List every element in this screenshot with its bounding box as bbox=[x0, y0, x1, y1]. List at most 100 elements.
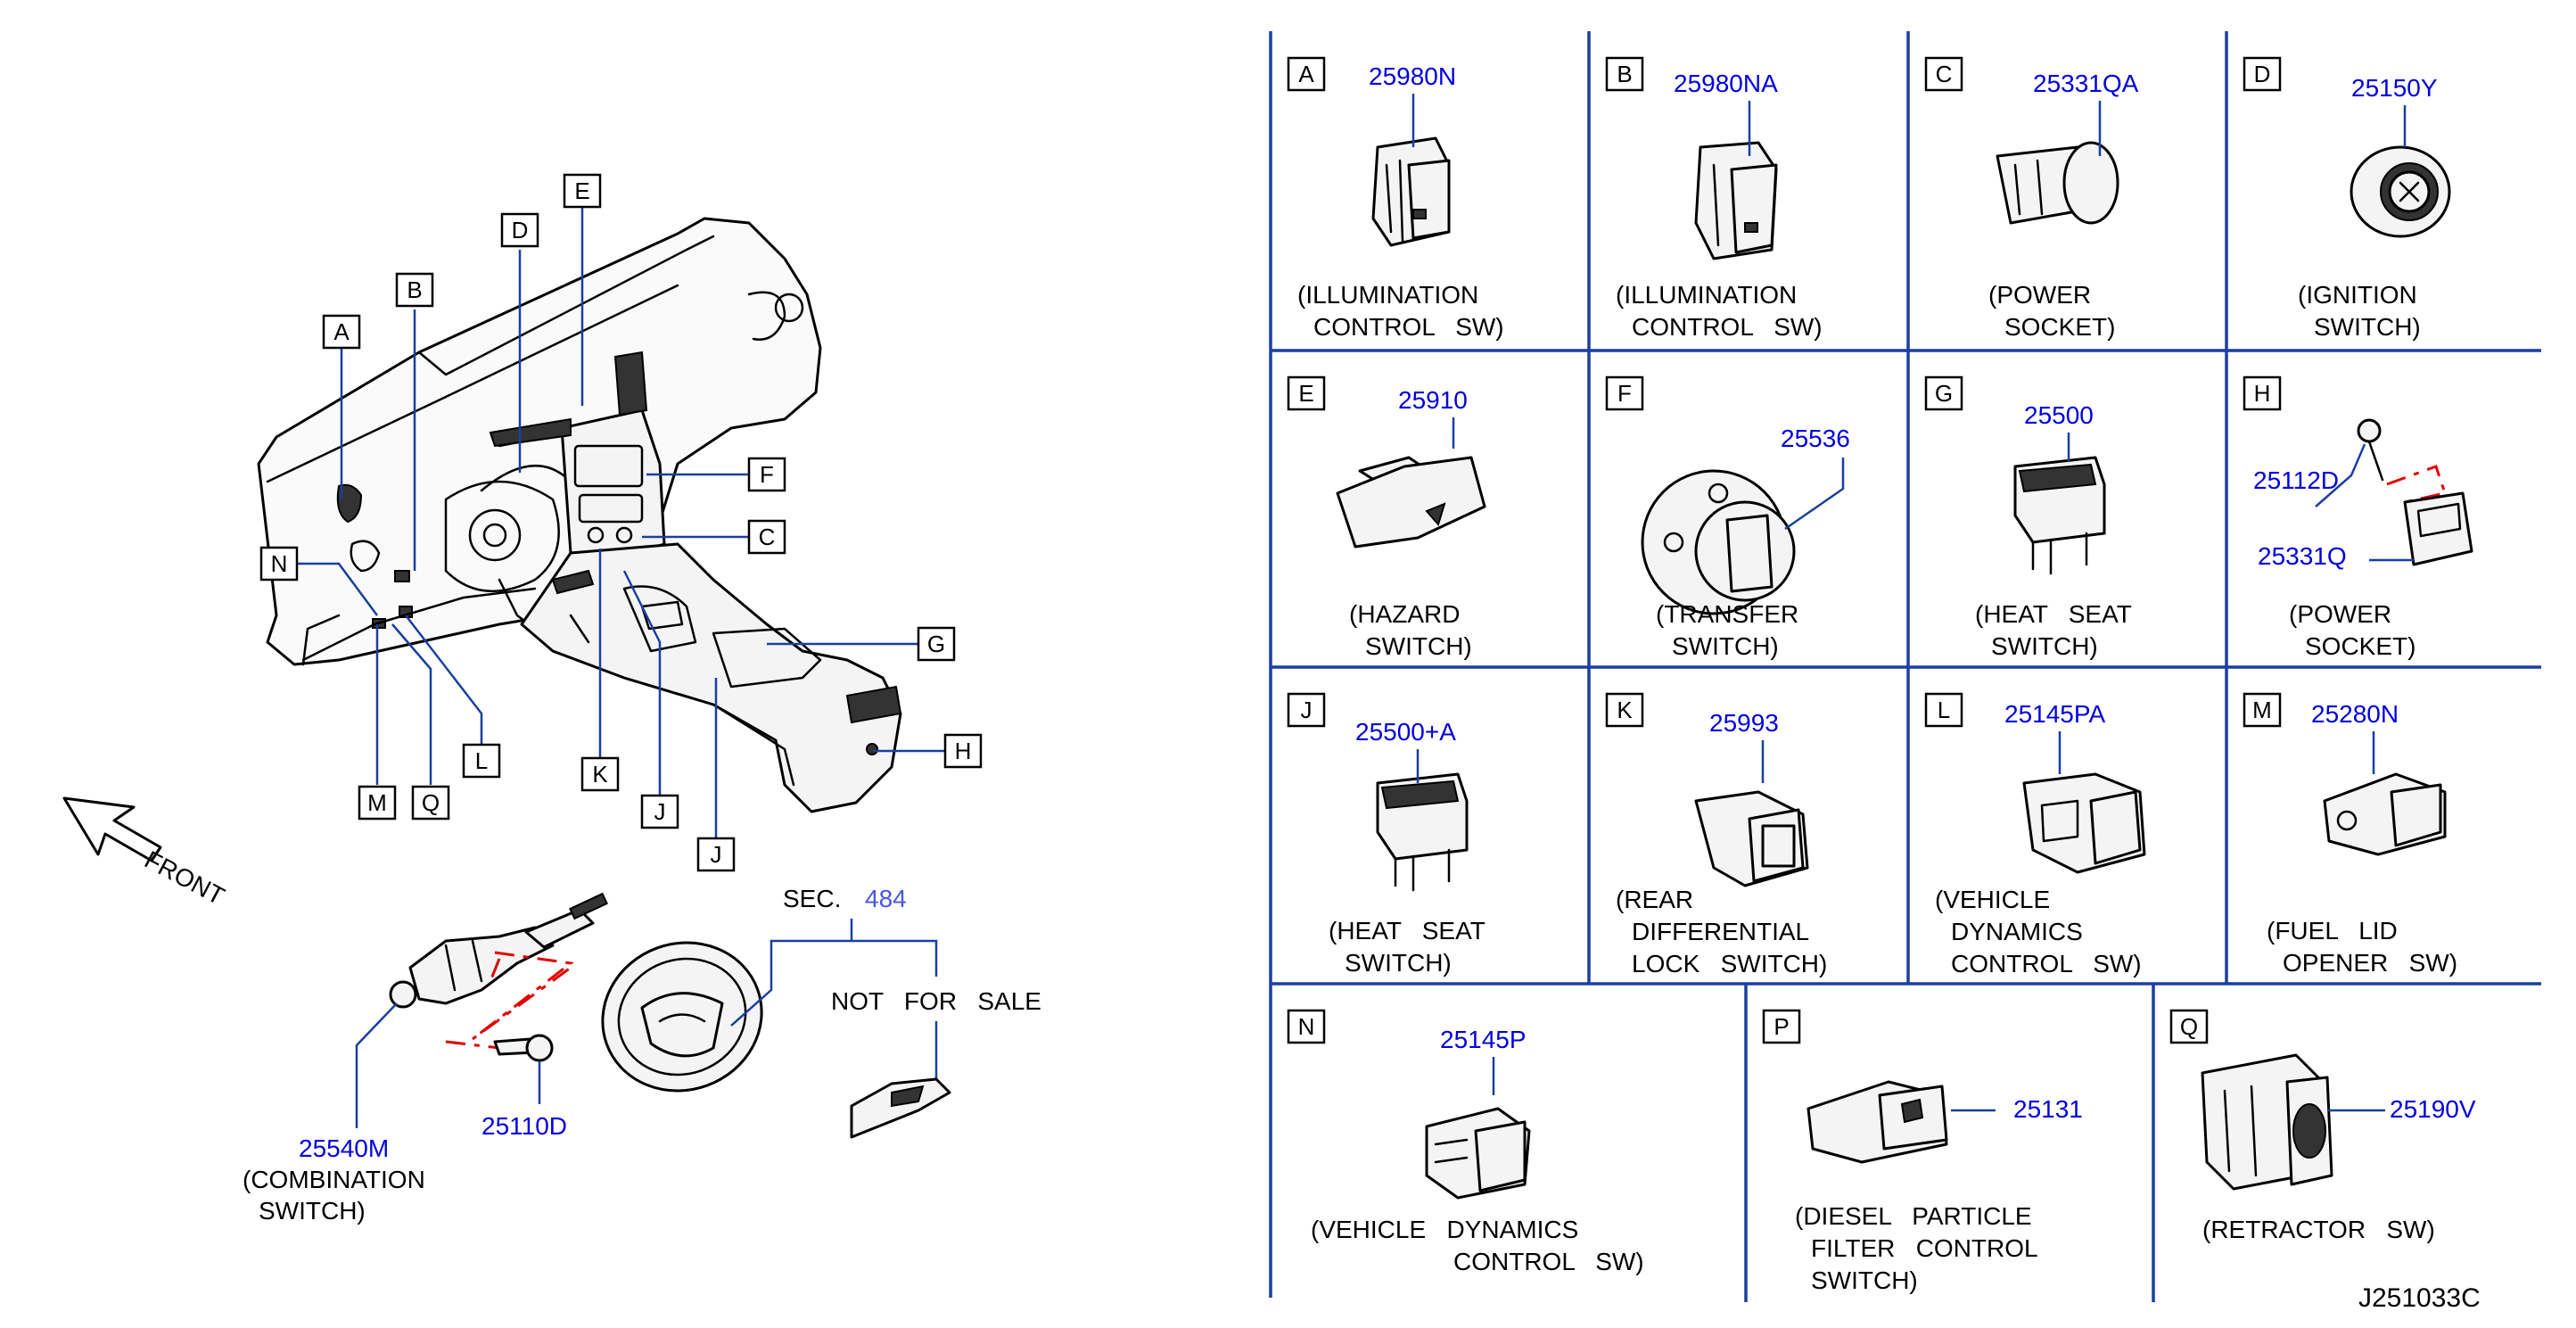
cell-F-description-line: (TRANSFER bbox=[1656, 600, 1798, 628]
cell-A-description-line: CONTROL SW) bbox=[1313, 313, 1504, 341]
svg-text:F: F bbox=[760, 461, 774, 488]
svg-text:Q: Q bbox=[422, 789, 440, 816]
cell-G-letter: G bbox=[1935, 380, 1953, 407]
cell-A-description-line: (ILLUMINATION bbox=[1297, 281, 1478, 309]
callout-E: E bbox=[563, 173, 602, 209]
cell-B-letter-box bbox=[1605, 56, 1644, 92]
cell-A-letter-box bbox=[1287, 56, 1326, 92]
cell-N-part-illustration bbox=[1425, 1107, 1531, 1200]
cell-D-letter: D bbox=[2254, 61, 2271, 87]
desc-combination-1: (COMBINATION bbox=[243, 1166, 425, 1193]
cell-A-part-illustration bbox=[1371, 136, 1451, 247]
cell-N-letter-box bbox=[1287, 1009, 1326, 1044]
callout-L: K bbox=[580, 756, 620, 792]
svg-text:A: A bbox=[333, 318, 350, 345]
cell-M-part-illustration bbox=[2323, 772, 2447, 856]
dashboard-illustration bbox=[257, 217, 902, 813]
cell-C-description-line: SOCKET) bbox=[2004, 313, 2115, 341]
svg-text:M: M bbox=[367, 789, 387, 816]
combination-switch-illustration bbox=[389, 892, 608, 1062]
cell-G-part-illustration bbox=[2013, 456, 2106, 575]
cell-L-description-line: (VEHICLE bbox=[1935, 886, 2050, 913]
cell-L-part-illustration bbox=[2022, 772, 2146, 874]
trim-piece-illustration bbox=[850, 1077, 951, 1139]
front-label: FRONT bbox=[140, 845, 229, 911]
overview-callouts: A B D E F C G H N L K J J M Q bbox=[259, 173, 983, 872]
cell-J-description-line: SWITCH) bbox=[1345, 949, 1452, 977]
cell-E-description-line: (HAZARD bbox=[1349, 600, 1460, 628]
steering-wheel-illustration bbox=[601, 941, 763, 1093]
cell-B-description-line: CONTROL SW) bbox=[1632, 313, 1823, 341]
cell-F-part-number: 25536 bbox=[1781, 425, 1850, 452]
cell-H-part-number: 25112D bbox=[2253, 466, 2339, 494]
cell-J-description-line: (HEAT SEAT bbox=[1329, 917, 1486, 944]
cell-C-part-illustration bbox=[1996, 141, 2119, 225]
callout-Q: Q bbox=[411, 785, 450, 821]
cell-G: G 25500 (HEAT SEAT SWITCH) bbox=[1924, 375, 2132, 660]
callout-K: J bbox=[640, 794, 679, 829]
svg-text:B: B bbox=[407, 276, 422, 303]
cell-P-description-line: FILTER CONTROL bbox=[1811, 1234, 2038, 1262]
callout-B: B bbox=[395, 272, 434, 308]
callout-M: L bbox=[462, 743, 501, 779]
cell-J-letter: J bbox=[1301, 697, 1313, 723]
cell-D-letter-box bbox=[2243, 56, 2282, 92]
not-for-sale: NOT FOR SALE bbox=[831, 987, 1041, 1015]
cell-L-description-line: CONTROL SW) bbox=[1951, 950, 2142, 977]
cell-Q-part-illustration bbox=[2201, 1053, 2333, 1191]
cell-H-letter: H bbox=[2254, 380, 2271, 407]
cell-K-letter: K bbox=[1617, 697, 1633, 723]
part-25540M: 25540M bbox=[299, 1134, 389, 1162]
cell-M-description-line: OPENER SW) bbox=[2283, 949, 2457, 977]
cell-H-part-illustration bbox=[2315, 418, 2473, 566]
cell-A-letter: A bbox=[1298, 61, 1314, 87]
cell-P-letter-box bbox=[1762, 1009, 1801, 1044]
cell-P-description-line: (DIESEL PARTICLE bbox=[1795, 1202, 2032, 1230]
cell-G-description-line: SWITCH) bbox=[1991, 632, 2098, 660]
callout-D: D bbox=[500, 212, 539, 248]
cell-H-part-number-2: 25331Q bbox=[2258, 542, 2347, 570]
cell-C-description-line: (POWER bbox=[1988, 281, 2091, 309]
cell-N-part-number: 25145P bbox=[1440, 1026, 1527, 1053]
svg-text:L: L bbox=[475, 747, 488, 774]
cell-H-description-line: SOCKET) bbox=[2305, 632, 2416, 660]
callout-A: A bbox=[322, 314, 361, 350]
cell-K-letter-box bbox=[1605, 692, 1644, 728]
cell-N-letter: N bbox=[1298, 1013, 1315, 1040]
cell-B-description-line: (ILLUMINATION bbox=[1616, 281, 1797, 309]
diagram-id: J251033C bbox=[2358, 1283, 2481, 1313]
cell-E-description-line: SWITCH) bbox=[1365, 632, 1472, 660]
cell-F-letter-box bbox=[1605, 375, 1644, 411]
callout-J: J bbox=[696, 837, 736, 872]
cell-D-description-line: SWITCH) bbox=[2314, 313, 2421, 341]
svg-text:J: J bbox=[711, 841, 722, 868]
cell-G-description-line: (HEAT SEAT bbox=[1975, 600, 2132, 628]
cell-G-part-number: 25500 bbox=[2024, 401, 2094, 429]
cell-M-description-line: (FUEL LID bbox=[2267, 917, 2398, 944]
svg-text:C: C bbox=[759, 524, 776, 550]
cell-N-description-line: CONTROL SW) bbox=[1453, 1248, 1644, 1275]
cell-L-part-number: 25145PA bbox=[2004, 700, 2105, 728]
callout-G: G bbox=[917, 626, 956, 662]
svg-text:E: E bbox=[574, 177, 589, 204]
callout-P: N bbox=[259, 546, 299, 582]
parts-grid bbox=[1269, 31, 2541, 1302]
svg-text:K: K bbox=[592, 761, 608, 788]
sec-number: 484 bbox=[865, 885, 907, 912]
cell-E-part-number: 25910 bbox=[1398, 386, 1468, 414]
cell-E-part-illustration bbox=[1336, 456, 1486, 549]
svg-text:N: N bbox=[271, 550, 288, 577]
cell-P-letter: P bbox=[1774, 1013, 1789, 1040]
svg-text:D: D bbox=[512, 217, 529, 243]
part-25110D: 25110D bbox=[481, 1112, 567, 1140]
